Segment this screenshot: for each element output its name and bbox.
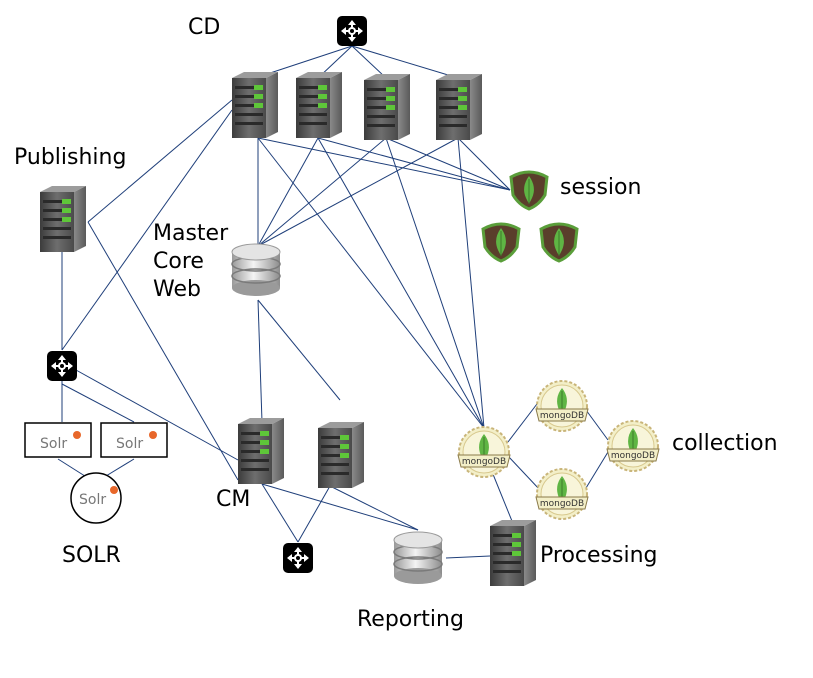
- solr-master-label: Solr: [79, 492, 106, 508]
- collection-mongodb-badge-icon-4: mongoDB: [606, 420, 660, 472]
- processing-label: Processing: [540, 543, 658, 568]
- solr-label: SOLR: [62, 543, 121, 568]
- solr-icon: [73, 431, 81, 439]
- session-label: session: [560, 175, 642, 200]
- cd-server-icon-3: [364, 74, 410, 140]
- collection-mongodb-badge-icon-1: mongoDB: [457, 426, 511, 478]
- master-core-web-label: Master Core Web: [153, 221, 229, 302]
- collection-label: collection: [672, 431, 778, 456]
- cm-label: CM: [216, 487, 251, 512]
- session-mongodb-leaf-icon-3: [539, 222, 579, 263]
- solr-icon: [149, 431, 157, 439]
- cm-load-balancer-icon: [282, 542, 314, 574]
- solr-node-1: Solr: [24, 422, 92, 458]
- cm-server-icon-1: [238, 418, 284, 484]
- publishing-load-balancer-icon: [46, 350, 78, 382]
- solr-node-2: Solr: [100, 422, 168, 458]
- processing-server-icon: [490, 520, 536, 586]
- svg-text:mongoDB: mongoDB: [462, 457, 506, 467]
- master-database-icon: [231, 243, 281, 297]
- svg-text:mongoDB: mongoDB: [611, 451, 655, 461]
- reporting-label: Reporting: [357, 607, 464, 632]
- collection-mongodb-badge-icon-3: mongoDB: [535, 468, 589, 520]
- session-mongodb-leaf-icon-2: [481, 222, 521, 263]
- cd-server-icon-2: [296, 72, 342, 138]
- cd-label: CD: [188, 15, 221, 40]
- collection-mongodb-badge-icon-2: mongoDB: [535, 380, 589, 432]
- reporting-database-icon: [393, 531, 443, 585]
- solr-icon: [110, 486, 118, 494]
- solr-node-1-label: Solr: [40, 436, 67, 452]
- cm-server-icon-2: [318, 422, 364, 488]
- solr-node-2-label: Solr: [116, 436, 143, 452]
- publishing-label: Publishing: [14, 145, 127, 170]
- connection-lines: [57, 45, 609, 559]
- svg-text:mongoDB: mongoDB: [540, 499, 584, 509]
- cd-load-balancer-icon: [336, 15, 368, 47]
- publishing-server-icon: [40, 186, 86, 252]
- solr-master-node: Solr: [70, 472, 122, 524]
- svg-text:mongoDB: mongoDB: [540, 411, 584, 421]
- session-mongodb-leaf-icon-1: [509, 170, 549, 211]
- cd-server-icon-1: [232, 72, 278, 138]
- cd-server-icon-4: [436, 74, 482, 140]
